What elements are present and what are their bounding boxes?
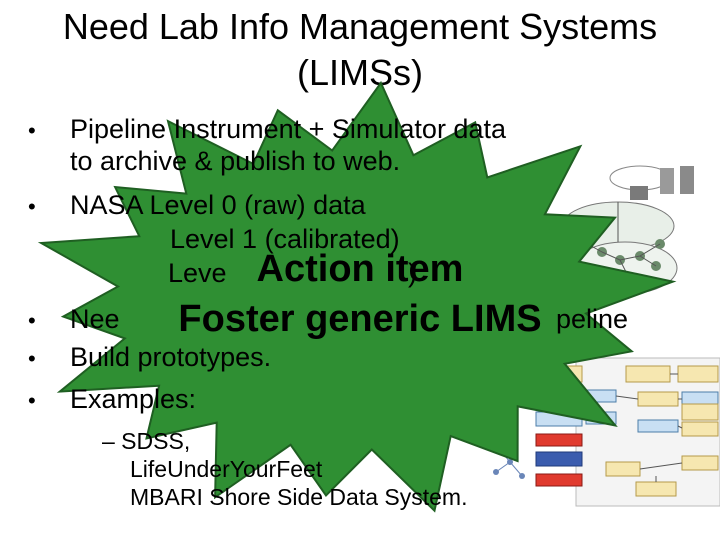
bullet-3-end: peline [556,304,629,334]
bullet-dot: • [28,346,36,371]
bullet-2-line-3-end: ) [408,258,417,288]
bullet-dot: • [28,118,36,143]
slide-title: Need Lab Info Management Systems (LIMSs) [0,4,720,96]
bullet-1-line-2: to archive & publish to web. [70,146,401,176]
bullet-4: Build prototypes. [70,342,272,372]
bullet-2-line-3-start: Leve [168,258,227,288]
action-item-heading: Action item [256,248,464,290]
bullet-2-line-1: NASA Level 0 (raw) data [70,190,366,220]
action-item-text: Foster generic LIMS [178,298,542,340]
bullet-dot: • [28,388,36,413]
example-2: LifeUnderYourFeet [130,456,323,482]
title-line-2: (LIMSs) [297,52,423,93]
bullet-1-line-1: Pipeline Instrument + Simulator data [70,114,506,144]
bullet-dot: • [28,308,36,333]
bullet-3-start: Nee [70,304,120,334]
title-line-1: Need Lab Info Management Systems [62,6,658,47]
example-3: MBARI Shore Side Data System. [130,484,468,510]
bullet-2-line-2: Level 1 (calibrated) [170,224,400,254]
example-1: – SDSS, [102,428,191,454]
starburst-shape [37,80,677,513]
bullet-dot: • [28,194,36,219]
bullet-5: Examples: [70,384,197,414]
